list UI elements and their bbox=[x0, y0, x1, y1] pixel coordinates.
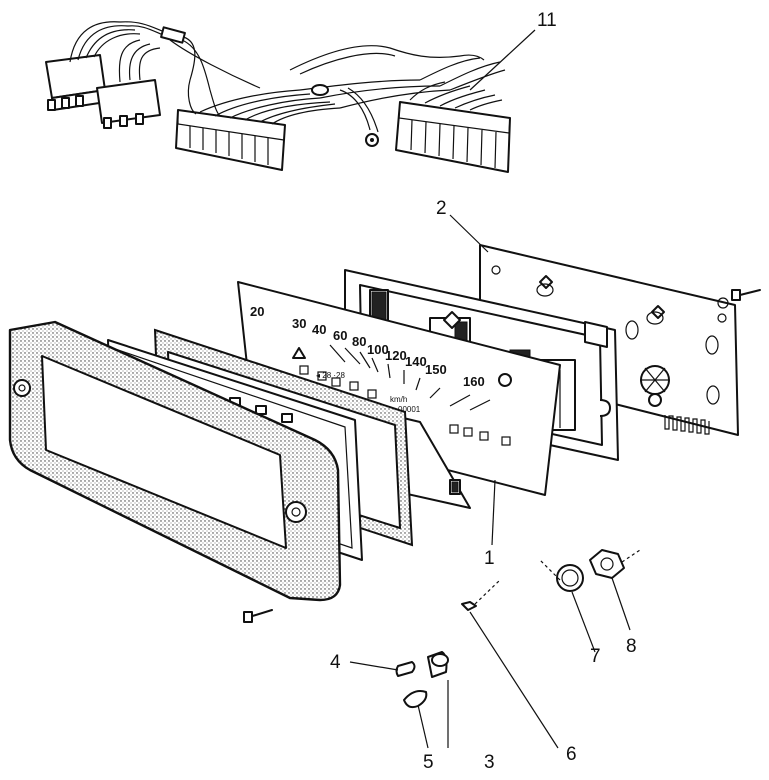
dial-scale-140: 140 bbox=[405, 354, 427, 369]
odometer-readout: 00001 bbox=[398, 405, 421, 414]
harness-connector-middle bbox=[175, 109, 286, 171]
washer-7 bbox=[556, 564, 584, 592]
dial-ticks bbox=[329, 344, 491, 411]
callout-2: 2 bbox=[436, 198, 447, 219]
dial-face: 20 30 40 60 80 100 120 140 150 160 km/h … bbox=[237, 281, 561, 496]
dial-scale-40: 40 bbox=[312, 322, 326, 337]
callout-8: 8 bbox=[626, 636, 637, 657]
front-bezel bbox=[8, 320, 342, 602]
callout-11: 11 bbox=[537, 10, 557, 31]
dial-scale-120: 120 bbox=[385, 348, 407, 363]
bulb-5 bbox=[403, 690, 428, 709]
dial-scale-150: 150 bbox=[425, 362, 447, 377]
callout-5: 5 bbox=[423, 752, 434, 773]
dial-scale-30: 30 bbox=[292, 316, 306, 331]
speed-unit: km/h bbox=[390, 395, 407, 404]
housing-connector bbox=[640, 365, 670, 407]
harness-connector-right bbox=[395, 101, 511, 173]
callout-6: 6 bbox=[566, 744, 577, 765]
callout-1: 1 bbox=[484, 548, 495, 569]
clip-6 bbox=[461, 601, 477, 611]
dial-scale-80: 80 bbox=[352, 334, 366, 349]
dial-scale-20: 20 bbox=[250, 304, 264, 319]
nut-8 bbox=[589, 549, 625, 579]
bulb-4 bbox=[395, 661, 416, 677]
callout-7: 7 bbox=[590, 646, 601, 667]
screw-bezel bbox=[243, 609, 273, 623]
callout-3: 3 bbox=[484, 752, 495, 773]
dial-scale-160: 160 bbox=[463, 374, 485, 389]
callout-4: 4 bbox=[330, 652, 341, 673]
dial-scale-60: 60 bbox=[333, 328, 347, 343]
leader-lines bbox=[349, 29, 641, 749]
svg-text:◂ 28 ·28: ◂ 28 ·28 bbox=[316, 371, 345, 380]
dial-scale-100: 100 bbox=[367, 342, 389, 357]
screw-housing bbox=[717, 289, 761, 309]
harness-connector-left bbox=[45, 54, 161, 129]
bulb-holder bbox=[427, 651, 449, 678]
wiring-harness bbox=[45, 21, 511, 173]
dial-warning-lamps bbox=[299, 365, 511, 446]
